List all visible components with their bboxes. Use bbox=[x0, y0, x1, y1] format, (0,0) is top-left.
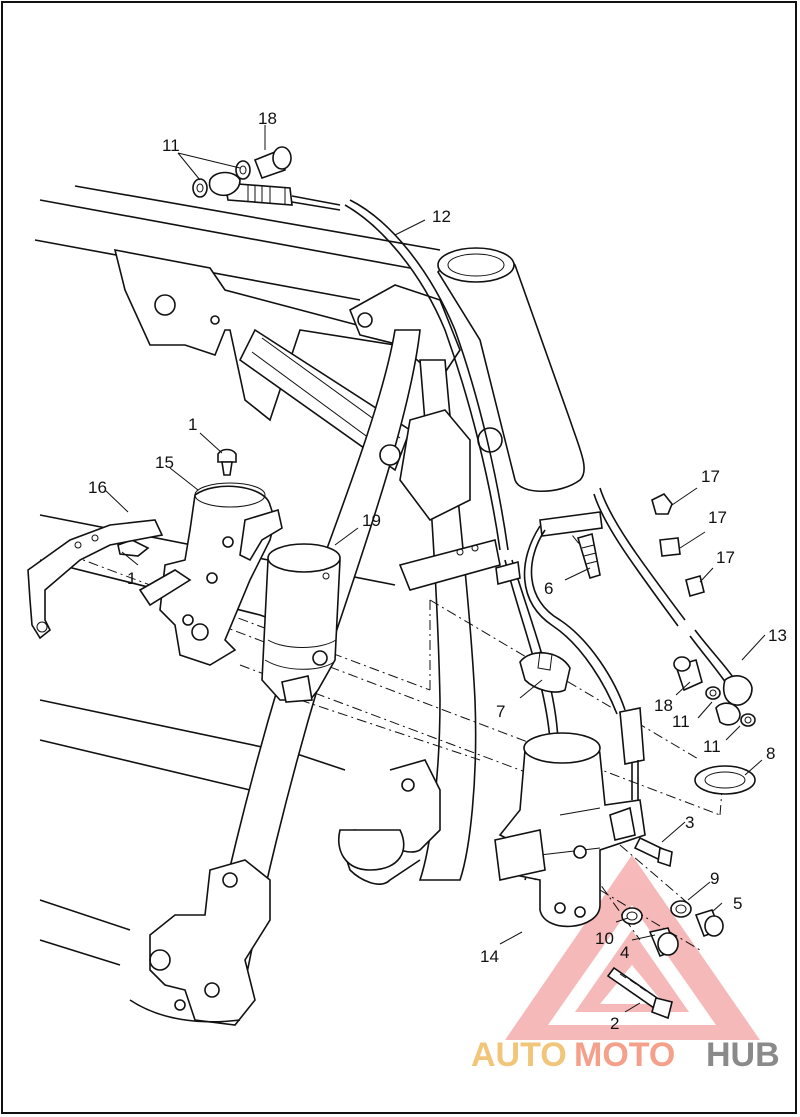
callout-3: 3 bbox=[685, 813, 694, 832]
callout-6: 6 bbox=[544, 579, 553, 598]
clip-17-b bbox=[659, 537, 681, 557]
callout-18-top: 18 bbox=[258, 109, 277, 128]
washer-11-top-b bbox=[235, 160, 251, 180]
callout-13: 13 bbox=[768, 626, 787, 645]
callout-5: 5 bbox=[733, 894, 742, 913]
callout-11-top: 11 bbox=[162, 136, 180, 155]
clip-17-a bbox=[651, 492, 673, 515]
callout-18-right: 18 bbox=[654, 696, 673, 715]
callout-labels: 18 11 12 1 15 16 1 19 6 7 17 17 17 13 18… bbox=[88, 109, 787, 1033]
watermark-auto: AUTO bbox=[471, 1036, 567, 1074]
screw-6 bbox=[577, 532, 601, 579]
callout-11-right-a: 11 bbox=[672, 712, 690, 731]
bolt-2 bbox=[606, 966, 673, 1020]
callout-10: 10 bbox=[595, 929, 614, 948]
banjo-bolt-18-top bbox=[253, 146, 292, 180]
watermark-hub: HUB bbox=[706, 1036, 780, 1074]
washer-9 bbox=[670, 900, 692, 918]
callout-19: 19 bbox=[362, 511, 381, 530]
banjo-bolt-18-right bbox=[673, 656, 703, 692]
callout-4: 4 bbox=[620, 943, 629, 962]
washer-11-right-a bbox=[705, 686, 721, 700]
washer-10 bbox=[621, 907, 643, 925]
callout-2: 2 bbox=[610, 1014, 619, 1033]
washer-11-top-a bbox=[192, 178, 208, 198]
watermark-logo-text: AUTO MOTO HUB bbox=[471, 1036, 780, 1074]
callout-9: 9 bbox=[710, 869, 719, 888]
clip-7 bbox=[519, 651, 571, 693]
callout-14: 14 bbox=[480, 947, 499, 966]
screw-1-top bbox=[217, 448, 237, 476]
bracket-15 bbox=[138, 482, 283, 666]
callout-15: 15 bbox=[155, 453, 174, 472]
plug-5 bbox=[694, 909, 724, 938]
leader-lines bbox=[104, 125, 766, 1013]
washer-8 bbox=[694, 765, 756, 795]
callout-12: 12 bbox=[432, 207, 451, 226]
plug-4 bbox=[648, 927, 679, 958]
callout-17-b: 17 bbox=[708, 508, 727, 527]
washer-11-right-b bbox=[740, 713, 756, 727]
callout-1-top: 1 bbox=[188, 415, 197, 434]
callout-16: 16 bbox=[88, 478, 107, 497]
callout-17-a: 17 bbox=[701, 467, 720, 486]
bolt-3 bbox=[633, 836, 673, 868]
callout-7: 7 bbox=[496, 702, 505, 721]
clip-17-c bbox=[685, 575, 705, 597]
brake-line-13 bbox=[523, 487, 753, 800]
abs-module-14 bbox=[494, 732, 646, 928]
callout-17-c: 17 bbox=[716, 548, 735, 567]
watermark-moto: MOTO bbox=[574, 1036, 675, 1074]
bracket-16 bbox=[27, 519, 164, 640]
callout-1-left: 1 bbox=[127, 569, 136, 588]
callout-11-right-b: 11 bbox=[703, 737, 721, 756]
motor-19 bbox=[261, 543, 341, 703]
callout-8: 8 bbox=[766, 744, 775, 763]
